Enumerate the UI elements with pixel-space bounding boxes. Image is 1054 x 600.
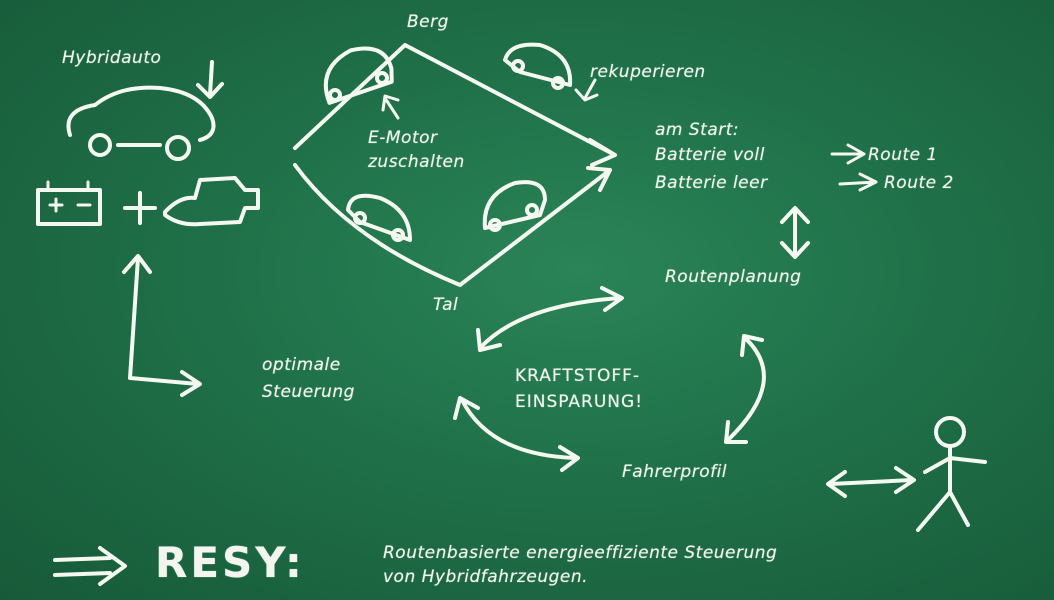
arrow-down-icon <box>196 60 224 99</box>
hybrid-car-icon <box>66 85 216 161</box>
double-arrow-icon <box>826 466 916 498</box>
label-route-2: Route 2 <box>884 173 954 193</box>
route-diamond <box>293 43 617 287</box>
car-icon <box>346 193 412 242</box>
arrow-right-icon <box>838 172 878 192</box>
label-kraftstoff: KRAFTSTOFF- <box>515 366 641 386</box>
plus-icon <box>123 191 157 225</box>
label-steuerung: Steuerung <box>262 382 355 402</box>
label-batterie-voll: Batterie voll <box>655 145 765 165</box>
label-berg: Berg <box>407 12 449 32</box>
label-hybridauto: Hybridauto <box>62 48 162 68</box>
double-arrow-icon <box>453 396 580 472</box>
arrow-down-icon <box>574 78 599 102</box>
arrow-right-icon <box>830 143 866 165</box>
label-batterie-leer: Batterie leer <box>655 173 768 193</box>
label-rekuperieren: rekuperieren <box>590 62 706 82</box>
footer-title: RESY: <box>155 538 305 587</box>
label-fahrerprofil: Fahrerprofil <box>622 462 728 482</box>
double-arrow-icon <box>724 334 766 444</box>
engine-icon <box>163 176 260 227</box>
implies-arrow-icon <box>53 546 127 586</box>
battery-icon <box>36 180 102 226</box>
label-am-start: am Start: <box>655 120 740 140</box>
double-arrow-icon <box>780 206 810 259</box>
label-zuschalten: zuschalten <box>368 152 465 172</box>
arrow-up-icon <box>381 94 400 120</box>
footer-line-1: Routenbasierte energieeffiziente Steueru… <box>383 543 778 563</box>
label-einsparung: EINSPARUNG! <box>515 392 644 412</box>
label-e-motor: E-Motor <box>368 128 438 148</box>
label-tal: Tal <box>433 295 459 315</box>
double-arrow-icon <box>476 286 624 352</box>
car-icon <box>503 42 573 90</box>
footer-line-2: von Hybridfahrzeugen. <box>383 567 589 587</box>
label-route-1: Route 1 <box>868 145 938 165</box>
double-arrow-icon <box>122 254 202 397</box>
label-routenplanung: Routenplanung <box>665 267 802 287</box>
car-icon <box>482 180 547 232</box>
car-icon <box>323 46 394 105</box>
person-icon <box>916 416 987 532</box>
label-optimale: optimale <box>262 355 341 375</box>
